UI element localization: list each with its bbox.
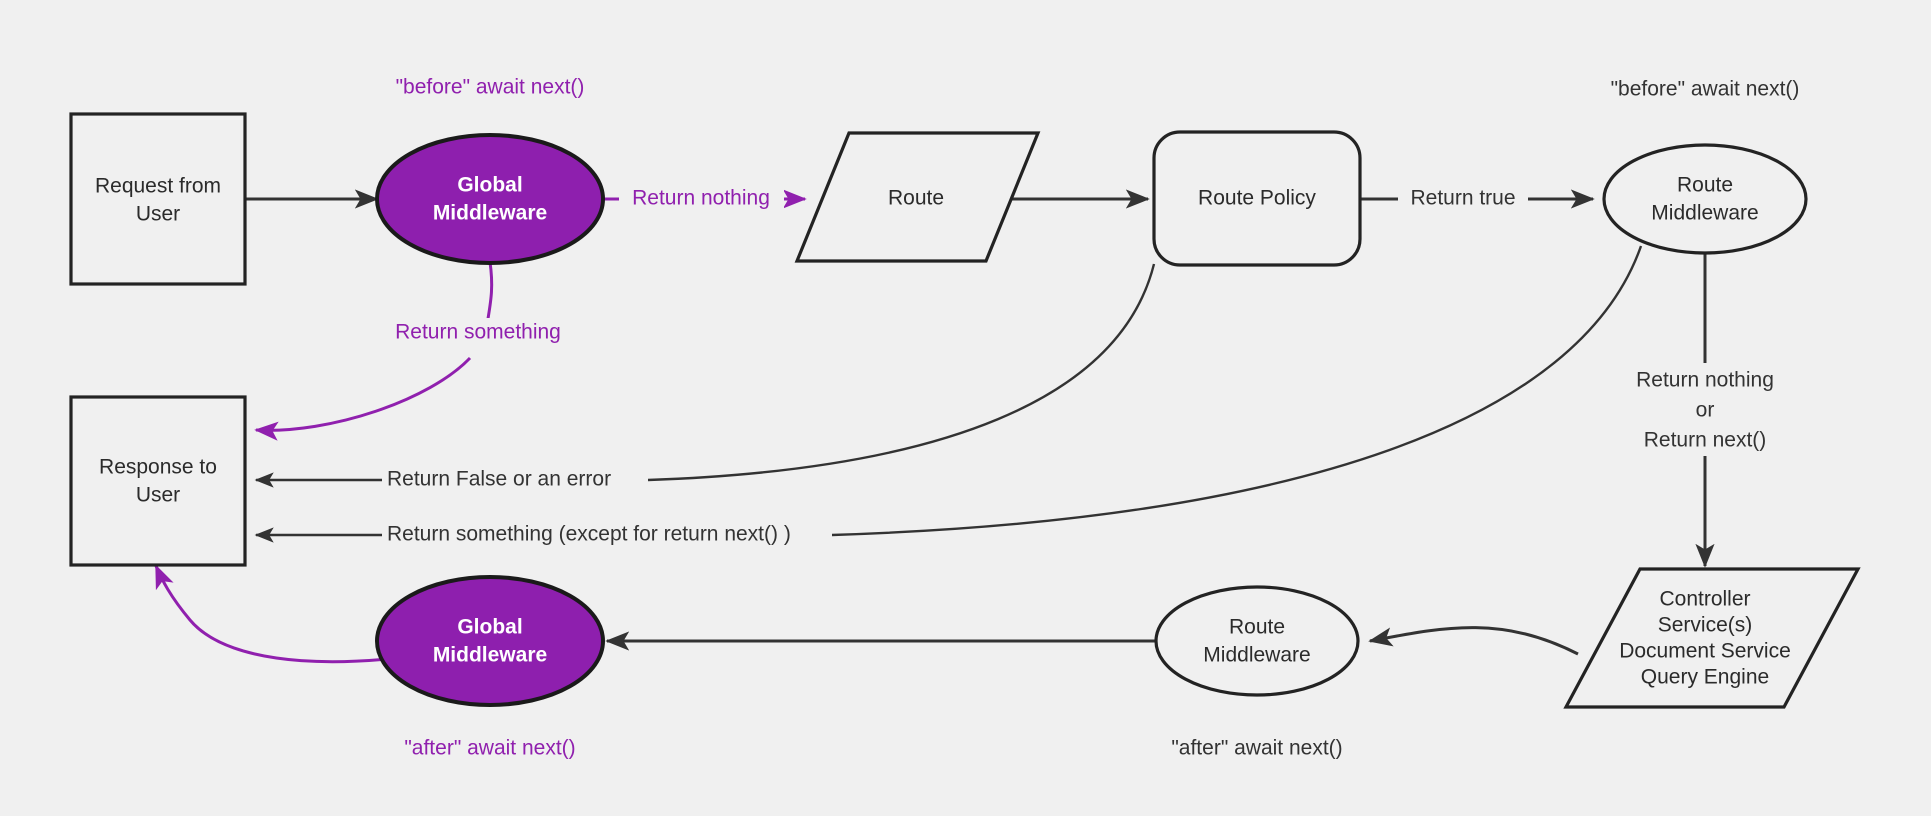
node-controller-services[interactable]: Controller Service(s) Document Service Q… [1563,567,1861,709]
route-middleware-top-label-line2: Middleware [1651,202,1758,225]
node-global-middleware-top[interactable]: Global Middleware [375,133,605,265]
annotation-after-await-next-global: "after" await next() [404,737,575,760]
edge-label-return-something: Return something [395,321,561,344]
controller-services-label-line1: Controller [1659,588,1750,611]
global-middleware-bottom-label-line2: Middleware [433,644,547,667]
edge-label-return-false-or-error: Return False or an error [387,468,611,491]
route-middleware-top-label-line1: Route [1677,174,1733,197]
node-route[interactable]: Route [794,131,1041,263]
edge-label-return-nothing: Return nothing [632,187,770,210]
controller-services-label-line2: Service(s) [1658,614,1753,637]
edge-label-return-nothing-or-next-line2: or [1696,399,1715,422]
node-request-from-user[interactable]: Request from User [69,112,247,286]
edge-controller-to-route-middleware-bottom [1368,626,1579,656]
return-false-or-error-label-bg [382,465,648,495]
node-response-to-user[interactable]: Response to User [69,395,247,567]
controller-services-label-line4: Query Engine [1641,666,1769,689]
edge-label-return-something-except-next: Return something (except for return next… [387,523,791,546]
return-something-label-bg [382,318,574,348]
return-nothing-label-bg [619,184,784,214]
edge-label-return-nothing-or-next-line3: Return next() [1644,429,1767,452]
route-policy-label: Route Policy [1198,187,1316,210]
route-middleware-bottom-label-line2: Middleware [1203,644,1310,667]
node-route-middleware-bottom[interactable]: Route Middleware [1154,585,1360,697]
edge-label-return-nothing-or-next-line1: Return nothing [1636,369,1774,392]
return-true-label-bg [1398,184,1528,214]
route-middleware-bottom-label-line1: Route [1229,616,1285,639]
return-nothing-or-next-label-bg [1616,364,1796,456]
edge-label-return-true: Return true [1410,187,1515,210]
request-from-user-label-line2: User [136,203,180,226]
controller-services-label-line3: Document Service [1619,640,1791,663]
response-to-user-label-line2: User [136,484,180,507]
global-middleware-top-label-line1: Global [457,174,522,197]
node-route-policy[interactable]: Route Policy [1152,130,1362,267]
edge-route-middleware-to-response-curve [831,245,1643,537]
annotation-after-await-next-route: "after" await next() [1171,737,1342,760]
global-middleware-bottom-label-line1: Global [457,616,522,639]
request-from-user-label-line1: Request from [95,175,221,198]
edge-route-policy-to-response-curve [647,263,1156,482]
edge-global-middleware-to-response-seg2 [254,356,472,441]
annotation-before-await-next-global: "before" await next() [396,76,585,99]
return-something-except-next-label-bg [382,520,832,550]
annotation-before-await-next-route: "before" await next() [1611,78,1800,101]
node-route-middleware-top[interactable]: Route Middleware [1602,143,1808,255]
global-middleware-top-label-line2: Middleware [433,202,547,225]
node-global-middleware-bottom[interactable]: Global Middleware [375,575,605,707]
route-label: Route [888,187,944,210]
edge-global-middleware-to-response-seg1 [485,261,494,326]
response-to-user-label-line1: Response to [99,456,217,479]
